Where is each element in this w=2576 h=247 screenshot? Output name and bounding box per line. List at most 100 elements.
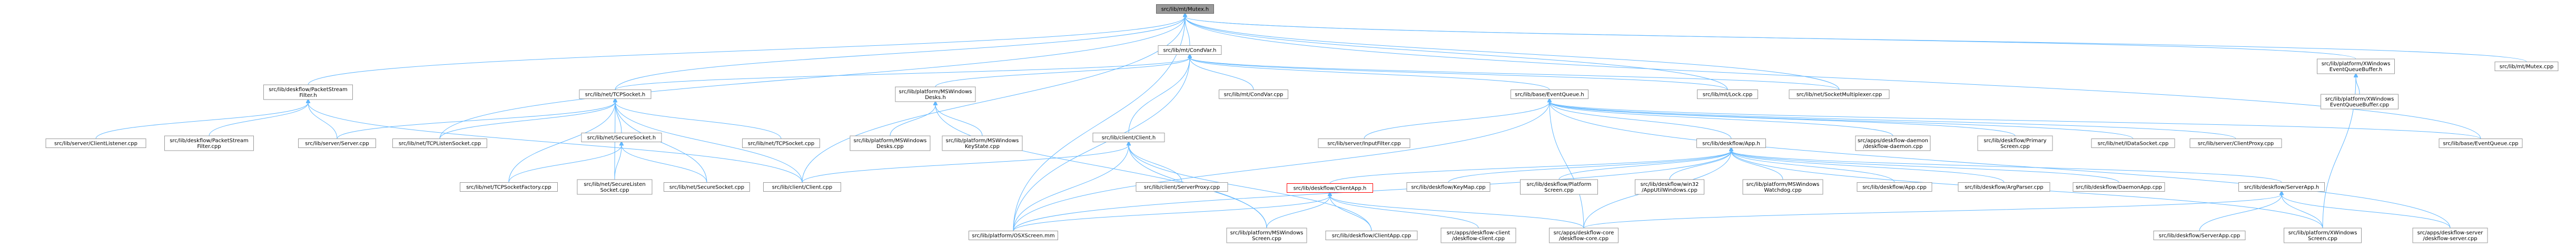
node-label: src/lib/net/TCPSocket.cpp (748, 141, 814, 147)
node-deskflowapp-h[interactable]: src/lib/deskflow/App.h (1696, 139, 1766, 148)
node-idatasocket-cpp[interactable]: src/lib/net/IDataSocket.cpp (2091, 139, 2175, 148)
node-box (1406, 182, 1491, 192)
node-xwinqueue-h[interactable]: src/lib/platform/XWindowsEventQueueBuffe… (2317, 58, 2395, 74)
node-box (1789, 90, 1890, 99)
node-clientproxy-cpp[interactable]: src/lib/server/ClientProxy.cpp (2189, 139, 2282, 148)
node-box (2091, 139, 2175, 148)
node-label: EventQueueBuffer.cpp (2330, 102, 2389, 108)
node-daemonapp-cpp[interactable]: src/lib/deskflow/DaemonApp.cpp (2072, 182, 2165, 192)
node-argparser-cpp[interactable]: src/lib/deskflow/ArgParser.cpp (1958, 182, 2050, 192)
edge-tcpsocket-h-to-client-cpp (615, 102, 803, 183)
node-dfserver-cpp[interactable]: src/apps/deskflow-server/deskflow-server… (2412, 228, 2488, 243)
node-dfclient-cpp[interactable]: src/apps/deskflow-client/deskflow-client… (1440, 228, 1516, 243)
node-box (942, 135, 1023, 151)
node-client-cpp[interactable]: src/lib/client/Client.cpp (763, 182, 841, 192)
node-label: src/lib/platform/XWindows (2322, 61, 2391, 67)
edge-serverapp-h-to-xwinscreen-cpp (2282, 195, 2323, 229)
node-label: src/lib/deskflow/DaemonApp.cpp (2076, 185, 2162, 191)
node-label: src/lib/deskflow/win32 (1641, 182, 1699, 187)
node-securesocket-h[interactable]: src/lib/net/SecureSocket.h (581, 133, 662, 142)
node-app-cpp[interactable]: src/lib/deskflow/App.cpp (1857, 182, 1932, 192)
node-condvar-cpp[interactable]: src/lib/mt/CondVar.cpp (1219, 90, 1288, 99)
node-win32app-cpp[interactable]: src/lib/deskflow/win32/AppUtilWindows.cp… (1635, 179, 1704, 195)
edge-mutex-h-to-sockmux-cpp (1185, 17, 1840, 90)
node-baseeventqueue-cpp[interactable]: src/lib/base/EventQueue.cpp (2439, 139, 2523, 148)
node-dfcore-cpp[interactable]: src/apps/deskflow-core/deskflow-core.cpp (1549, 228, 1618, 243)
node-label: src/lib/net/IDataSocket.cpp (2098, 141, 2169, 147)
node-serverapp-cpp[interactable]: src/lib/deskflow/ServerApp.cpp (2153, 231, 2246, 240)
node-box (895, 86, 976, 102)
node-label: src/lib/server/ClientListener.cpp (54, 141, 137, 147)
edge-mswindesks-h-to-mswinkeystate-cpp (935, 105, 983, 136)
node-mtlock-cpp[interactable]: src/lib/mt/Lock.cpp (1697, 90, 1758, 99)
node-box (664, 182, 750, 192)
node-box (1226, 228, 1307, 243)
node-label: src/lib/platform/XWindows (2288, 230, 2357, 236)
node-label: Filter.cpp (197, 144, 221, 150)
node-serverproxy-cpp[interactable]: src/lib/client/ServerProxy.cpp (1136, 182, 1228, 192)
edge-clientapp-h-to-dfcore-cpp (1330, 196, 1584, 229)
node-label: src/lib/base/EventQueue.h (1515, 92, 1584, 98)
edge-tcpsocket-h-to-tcpsocket-cpp (615, 102, 782, 139)
node-osxscreen-mm[interactable]: src/lib/platform/OSXScreen.mm (969, 231, 1058, 240)
node-box (1857, 182, 1932, 192)
node-box (1855, 135, 1931, 151)
node-serverapp-h[interactable]: src/lib/deskflow/ServerApp.h (2238, 182, 2325, 192)
node-tcpsocketfactory-cpp[interactable]: src/lib/net/TCPSocketFactory.cpp (460, 182, 558, 192)
node-tcplistener-cpp[interactable]: src/lib/net/TCPListenSocket.cpp (392, 139, 487, 148)
node-mutex-cpp[interactable]: src/lib/mt/Mutex.cpp (2494, 62, 2559, 71)
node-label: Screen.cpp (1544, 187, 1574, 193)
edge-client-h-to-osxscreen-mm (1013, 145, 1129, 231)
node-label: src/lib/client/Client.h (1102, 135, 1156, 141)
edge-serverapp-h-to-dfserver-cpp (2282, 195, 2451, 229)
node-sockmux-cpp[interactable]: src/lib/net/SocketMultiplexer.cpp (1789, 90, 1890, 99)
node-box (2153, 231, 2246, 240)
node-clientlistener-cpp[interactable]: src/lib/server/ClientListener.cpp (45, 139, 146, 148)
node-xwinqueue-cpp[interactable]: src/lib/platform/XWindowsEventQueueBuffe… (2321, 94, 2399, 110)
node-label: src/lib/platform/OSXScreen.mm (972, 233, 1054, 239)
edge-mutex-h-to-mtlock-cpp (1185, 17, 1728, 90)
node-label: src/lib/platform/MSWindows (1230, 230, 1304, 236)
node-client-h[interactable]: src/lib/client/Client.h (1092, 133, 1165, 142)
node-label: src/lib/deskflow/ServerApp.h (2244, 185, 2320, 191)
node-clientapp-cpp[interactable]: src/lib/deskflow/ClientApp.cpp (1325, 231, 1418, 240)
node-securesocket-cpp[interactable]: src/lib/net/SecureSocket.cpp (664, 182, 750, 192)
edge-packetstream-h-to-clientlistener-cpp (95, 103, 308, 139)
node-label: src/lib/net/TCPListenSocket.cpp (399, 141, 481, 147)
node-condvar-h[interactable]: src/lib/mt/CondVar.h (1158, 45, 1222, 55)
node-eventqueue-h[interactable]: src/lib/base/EventQueue.h (1511, 90, 1588, 99)
node-keymap-cpp[interactable]: src/lib/deskflow/KeyMap.cpp (1406, 182, 1491, 192)
node-label: src/lib/mt/Lock.cpp (1703, 92, 1752, 98)
node-inputfilter-cpp[interactable]: src/lib/server/InputFilter.cpp (1318, 139, 1410, 148)
node-label: src/lib/net/SecureSocket.h (587, 135, 656, 141)
node-box (460, 182, 558, 192)
node-tcpsocket-cpp[interactable]: src/lib/net/TCPSocket.cpp (742, 139, 820, 148)
node-box (1742, 179, 1823, 195)
edge-xwinqueue-h-to-xwinqueue-cpp (2356, 77, 2360, 95)
edge-condvar-h-to-eventqueue-h (1190, 58, 1550, 90)
edge-condvar-h-to-mtlock-cpp (1190, 58, 1728, 90)
node-tcpsocket-h[interactable]: src/lib/net/TCPSocket.h (579, 90, 652, 99)
node-clientapp-h[interactable]: src/lib/deskflow/ClientApp.h (1287, 183, 1373, 193)
node-label: src/lib/mt/Mutex.cpp (2500, 64, 2553, 70)
node-box (2189, 139, 2282, 148)
edge-eventqueue-h-to-osxscreen-mm (1013, 102, 1549, 231)
node-box (1511, 90, 1588, 99)
node-mutex-h[interactable]: src/lib/mt/Mutex.h (1156, 4, 1214, 14)
node-server-cpp[interactable]: src/lib/server/Server.cpp (298, 139, 376, 148)
node-daemon-cpp[interactable]: src/apps/deskflow-daemon/deskflow-daemon… (1855, 135, 1931, 151)
node-label: Socket.cpp (600, 187, 629, 193)
node-label: Screen.cpp (2308, 236, 2337, 242)
edge-securesocket-h-to-securelisten-cpp (614, 145, 621, 180)
